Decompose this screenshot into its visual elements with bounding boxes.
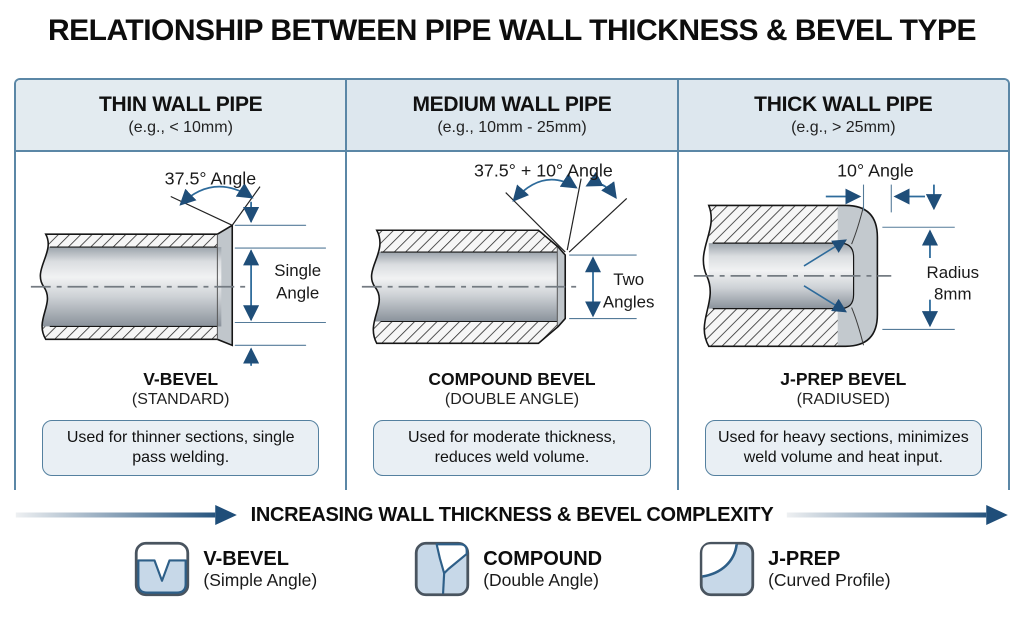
description-box: Used for thinner sections, single pass w… (42, 420, 320, 476)
legend-subtitle: (Curved Profile) (768, 569, 891, 590)
column-compound-bevel: 37.5° + 10° Angle Two Angles COMPOUND BE… (345, 152, 676, 490)
dim-label-line2: 8mm (934, 285, 971, 304)
dimension-callout: Two Angles (569, 254, 655, 320)
bevel-name: J-PREP BEVEL (780, 369, 907, 389)
angle-callout: 37.5° Angle (165, 169, 261, 226)
legend-item-j-prep: J-PREP (Curved Profile) (698, 540, 891, 598)
bevel-name: COMPOUND BEVEL (428, 369, 596, 389)
flow-arrow-bar: INCREASING WALL THICKNESS & BEVEL COMPLE… (0, 492, 1024, 538)
pipe-diagram-compound: 37.5° + 10° Angle Two Angles (362, 161, 655, 345)
bevel-subtitle: (STANDARD) (131, 391, 230, 408)
bevel-subtitle: (DOUBLE ANGLE) (444, 391, 580, 408)
pipe-outline (39, 223, 234, 347)
table-header-row: THIN WALL PIPE (e.g., < 10mm) MEDIUM WAL… (16, 80, 1008, 152)
angle-label: 10° Angle (837, 161, 914, 181)
header-title: THICK WALL PIPE (754, 93, 933, 116)
dim-label-line1: Single (274, 261, 321, 280)
header-subtitle: (e.g., > 25mm) (791, 119, 896, 136)
v-bevel-icon (135, 541, 190, 597)
pipe-diagram-v-bevel: 37.5° Angle Single Angle (30, 169, 327, 367)
header-subtitle: (e.g., < 10mm) (128, 119, 233, 136)
compound-icon (415, 541, 470, 597)
header-title: MEDIUM WALL PIPE (412, 93, 612, 116)
header-medium-wall: MEDIUM WALL PIPE (e.g., 10mm - 25mm) (345, 80, 677, 150)
header-thick-wall: THICK WALL PIPE (e.g., > 25mm) (676, 80, 1008, 150)
dim-label-line2: Angle (276, 284, 319, 303)
legend-name: J-PREP (768, 547, 841, 570)
flow-arrow-label: INCREASING WALL THICKNESS & BEVEL COMPLE… (250, 503, 774, 526)
j-prep-icon (699, 541, 755, 597)
angle-label: 37.5° + 10° Angle (474, 161, 613, 181)
comparison-table: THIN WALL PIPE (e.g., < 10mm) MEDIUM WAL… (14, 78, 1010, 490)
dim-label-line2: Angles (603, 293, 655, 312)
flow-arrow-right (787, 505, 1009, 525)
header-subtitle: (e.g., 10mm - 25mm) (437, 119, 587, 136)
legend-item-compound: COMPOUND (Double Angle) (413, 540, 602, 598)
dim-label-line1: Radius (926, 263, 978, 282)
angle-callout: 37.5° + 10° Angle (474, 161, 628, 253)
legend-name: COMPOUND (483, 547, 603, 570)
flow-arrow-left (15, 505, 237, 525)
dimension-callout: Radius 8mm (803, 226, 979, 330)
legend-name: V-BEVEL (203, 547, 289, 570)
column-j-prep-bevel: 10° Angle Radius 8mm J-PREP BEVEL (676, 152, 1008, 490)
header-title: THIN WALL PIPE (98, 93, 263, 116)
pipe-outline (371, 229, 567, 345)
bevel-subtitle: (RADIUSED) (796, 391, 890, 408)
dimension-callout: Single Angle (234, 201, 327, 367)
description-box: Used for moderate thickness, reduces wel… (373, 420, 651, 476)
legend-subtitle: (Double Angle) (483, 569, 599, 590)
legend-subtitle: (Simple Angle) (203, 569, 318, 590)
page-title: RELATIONSHIP BETWEEN PIPE WALL THICKNESS… (47, 14, 977, 47)
angle-callout: 10° Angle (825, 161, 942, 213)
column-v-bevel: 37.5° Angle Single Angle (16, 152, 345, 490)
legend-item-v-bevel: V-BEVEL (Simple Angle) (133, 540, 317, 598)
dim-label-line1: Two (614, 270, 645, 289)
legend: V-BEVEL (Simple Angle) COMPOUND (Double … (0, 540, 1024, 598)
description-box: Used for heavy sections, minimizes weld … (704, 420, 982, 476)
angle-label: 37.5° Angle (165, 169, 257, 189)
table-body-row: 37.5° Angle Single Angle (16, 152, 1008, 490)
pipe-outline (702, 204, 878, 348)
pipe-diagram-j-prep: 10° Angle Radius 8mm (693, 161, 979, 348)
bevel-name: V-BEVEL (143, 369, 219, 389)
header-thin-wall: THIN WALL PIPE (e.g., < 10mm) (16, 80, 346, 150)
